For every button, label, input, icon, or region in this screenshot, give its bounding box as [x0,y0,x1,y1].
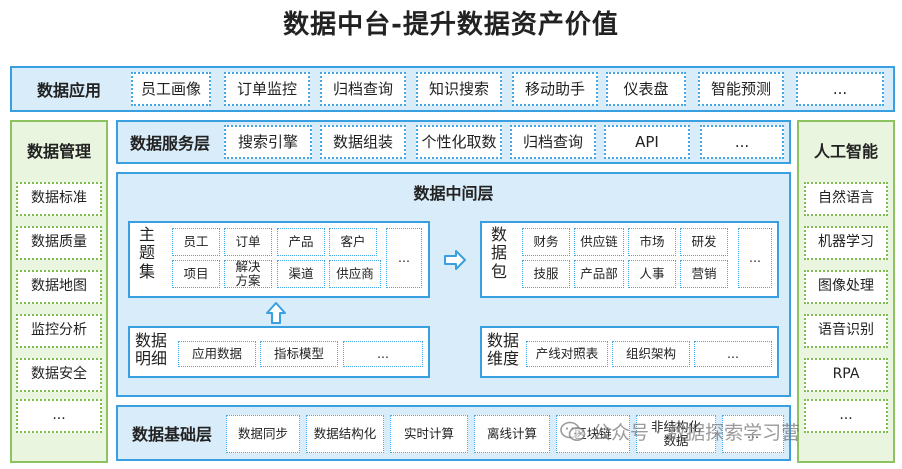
ai-item: ... [804,399,888,433]
package-item: 产品部 [574,260,624,288]
detail-item: 应用数据 [178,341,256,367]
app-layer-label: 数据应用 [36,81,101,100]
ai-item: 图像处理 [804,270,888,304]
mgmt-item: 数据地图 [16,270,102,304]
app-item: 智能预测 [698,72,784,106]
subject-item: 项目 [172,260,220,288]
subject-item: 渠道 [277,260,325,288]
mgmt-item: 数据标准 [16,182,102,216]
dimension-item: 产线对照表 [526,341,608,367]
base-item: 非结构化 数据 [636,415,716,453]
service-layer-label: 数据服务层 [129,134,210,153]
service-item: 个性化取数 [416,125,502,159]
package-item: ... [738,228,772,288]
subject-item: 客户 [329,228,377,256]
base-item: 实时计算 [390,415,468,453]
package-item: 供应链 [574,228,624,256]
app-item: 员工画像 [131,72,211,106]
ai-item: 自然语言 [804,182,888,216]
subject-set-label: 主 题 集 [138,225,155,281]
ai-item: 语音识别 [804,314,888,348]
package-item: 研发 [680,228,728,256]
subject-item: 解决 方案 [224,260,272,288]
app-item: 知识搜索 [416,72,502,106]
watermark-text: 公众号 · 数据探索学习营 [592,422,801,444]
mgmt-item: 数据质量 [16,226,102,260]
package-item: 营销 [680,260,728,288]
mgmt-item: ... [16,399,102,433]
dimension-item: ... [694,341,772,367]
subject-item: ... [386,228,422,288]
package-item: 市场 [628,228,676,256]
app-item: ... [796,72,884,106]
page-title: 数据中台-提升数据资产价值 [283,10,619,40]
service-item: 搜索引擎 [224,125,312,159]
app-item: 订单监控 [224,72,310,106]
wechat-icon [560,421,586,441]
service-item: 数据组装 [320,125,406,159]
app-item: 归档查询 [320,72,406,106]
base-item: ... [722,415,784,453]
base-item: 数据结构化 [306,415,384,453]
ai-item: 机器学习 [804,226,888,260]
mgmt-item: 监控分析 [16,314,102,348]
data-detail-label: 数据 明细 [134,331,167,369]
base-layer-label: 数据基础层 [131,425,212,444]
subject-item: 产品 [277,228,325,256]
package-item: 财务 [522,228,570,256]
base-item: 离线计算 [474,415,550,453]
data-dimension-label: 数据 维度 [486,331,519,369]
watermark: 公众号 · 数据探索学习营 [560,418,800,445]
subject-item: 订单 [224,228,272,256]
service-item: ... [700,125,784,159]
arrow-up-icon [266,302,286,324]
mgmt-item: 数据安全 [16,358,102,392]
middle-layer-label: 数据中间层 [413,184,494,203]
package-item: 人事 [628,260,676,288]
detail-item: ... [343,341,423,367]
package-item: 技服 [522,260,570,288]
base-item: 数据同步 [226,415,300,453]
app-item: 移动助手 [512,72,598,106]
data-package-label: 数 据 包 [490,225,507,281]
dimension-item: 组织架构 [612,341,690,367]
app-item: 仪表盘 [606,72,686,106]
subject-item: 供应商 [329,260,381,288]
service-item: API [604,125,690,159]
ai-label: 人工智能 [813,142,878,161]
ai-item: RPA [804,358,888,392]
service-item: 归档查询 [510,125,596,159]
arrow-right-icon [444,250,466,270]
detail-item: 指标模型 [260,341,338,367]
mgmt-label: 数据管理 [26,142,91,161]
subject-item: 员工 [172,228,220,256]
